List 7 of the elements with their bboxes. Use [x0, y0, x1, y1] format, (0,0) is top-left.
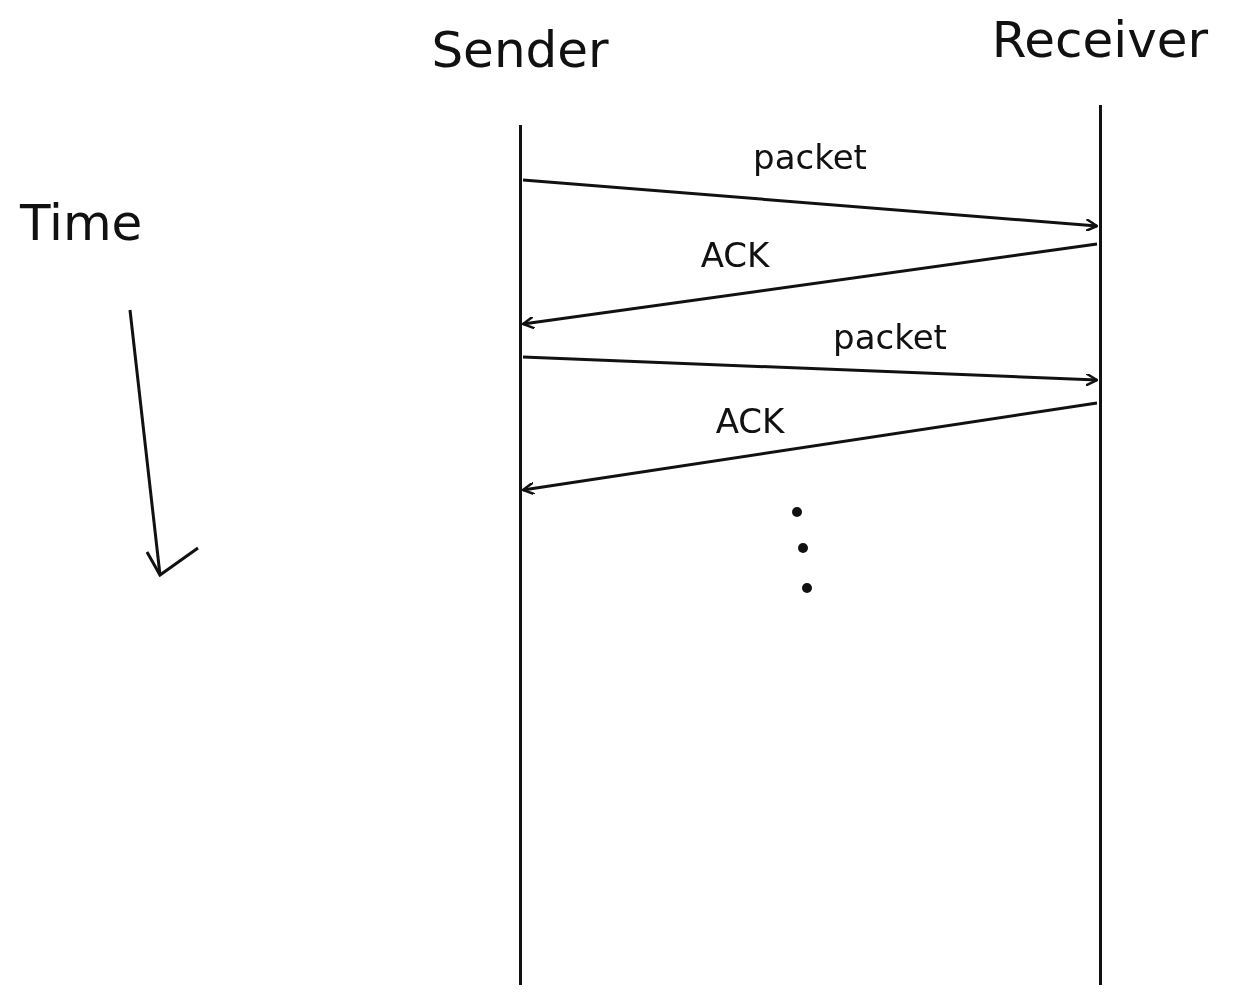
axis-label: Time	[20, 198, 143, 248]
message-arrow	[522, 178, 1099, 233]
lane-heading: Receiver	[991, 15, 1209, 65]
message-arrow	[522, 355, 1099, 387]
message-arrow	[521, 401, 1098, 496]
message-arrow	[521, 242, 1098, 330]
lane-heading: Sender	[431, 25, 609, 75]
